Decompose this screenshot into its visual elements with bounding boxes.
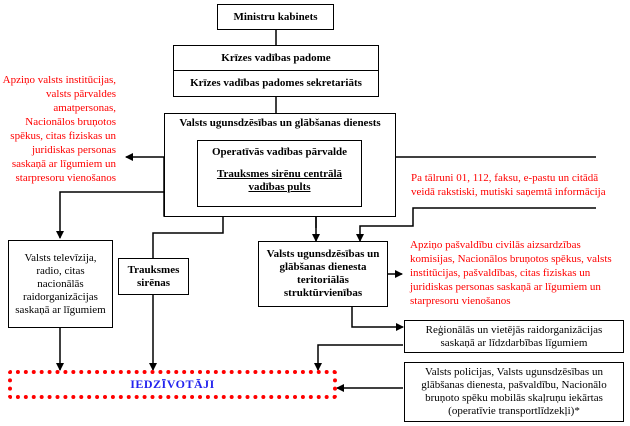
node-krizes-sekretariats: Krīzes vadības padomes sekretariāts (173, 70, 379, 97)
arrow-right-to-territorial (356, 207, 596, 242)
node-label: IEDZĪVOTĀJI (130, 377, 215, 391)
node-label: Ministru kabinets (233, 10, 318, 23)
node-teritorialas-vienibas: Valsts ugunsdzēsības un glābšanas dienes… (258, 241, 388, 307)
node-label: Valsts televīzija, radio, citas nacionāl… (15, 251, 106, 316)
arrow-to-regional (351, 307, 404, 331)
node-label: Valsts policijas, Valsts ugunsdzēsības u… (421, 366, 607, 417)
arrow-regional-iedzivotaji (314, 344, 403, 371)
node-label: Valsts ugunsdzēsības un glābšanas dienes… (179, 117, 381, 129)
node-label: Valsts ugunsdzēsības un glābšanas dienes… (266, 248, 380, 299)
node-valsts-televizija: Valsts televīzija, radio, citas nacionāl… (8, 240, 113, 328)
node-operativas-parvalde: Operatīvās vadības pārvalde Trauksmes si… (197, 140, 362, 207)
node-mobilas-iekartas: Valsts policijas, Valsts ugunsdzēsības u… (404, 362, 624, 422)
sirenu-pults-label: Trauksmes sirēnu centrālā vadības pults (216, 168, 343, 193)
node-krizes-padome: Krīzes vadības padome (173, 45, 379, 71)
node-label: Krīzes vadības padomes sekretariāts (190, 77, 362, 89)
annotation-right-notify: Apziņo pašvaldību civilās aizsardzības k… (410, 239, 612, 307)
node-label: Operatīvās vadības pārvalde (211, 146, 348, 158)
node-label: Krīzes vadības padome (221, 51, 331, 64)
annotation-incoming-info: Pa tālruni 01, 112, faksu, e-pastu un ci… (411, 172, 606, 198)
node-trauksmes-sirenas: Trauksmes sirēnas (118, 258, 189, 295)
node-regionalas-raidorg: Reģionālās un vietējās raidorganizācijas… (404, 320, 624, 353)
annotation-left-notify: Apziņo valsts institūcijas, valsts pārva… (2, 74, 116, 184)
node-iedzivotaji: IEDZĪVOTĀJI (8, 370, 337, 399)
node-label: Reģionālās un vietējās raidorganizācijas… (425, 323, 603, 349)
arrow-to-televizija (56, 191, 196, 239)
node-ministru-kabinets: Ministru kabinets (217, 4, 334, 30)
node-label: Trauksmes sirēnas (127, 263, 180, 289)
